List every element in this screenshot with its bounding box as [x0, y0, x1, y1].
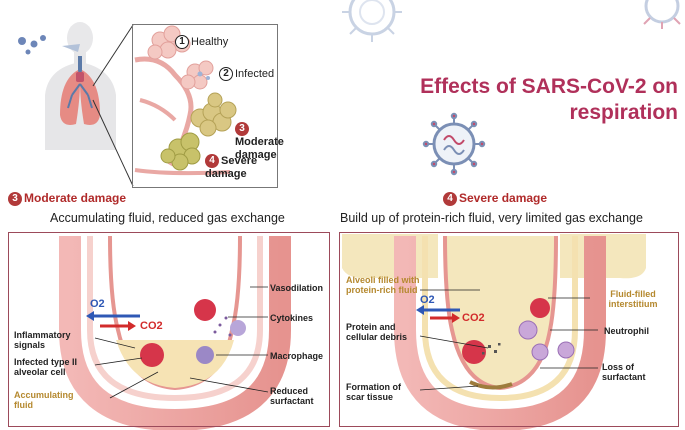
label-accumulating-fluid: Accumulating fluid [14, 390, 84, 410]
moderate-co2-label: CO2 [140, 320, 163, 332]
severe-subtitle: Build up of protein-rich fluid, very lim… [340, 211, 643, 225]
virus-icon [342, 0, 402, 42]
moderate-o2-label: O2 [90, 298, 105, 310]
zoom-line [93, 25, 133, 86]
section-number: 3 [8, 192, 22, 206]
label-neutrophil: Neutrophil [604, 326, 649, 336]
virus-particles-icon [18, 35, 46, 55]
label-infected-cell: Infected type II alveolar cell [14, 357, 92, 377]
label-macrophage: Macrophage [270, 351, 323, 361]
stage-number: 4 [205, 154, 219, 168]
stage-number: 3 [235, 122, 249, 136]
label-loss-surfactant: Loss of surfactant [602, 362, 662, 382]
label-alveoli-filled: Alveoli filled with protein-rich fluid [346, 275, 424, 295]
label-fluid-interstitium: Fluid-filled interstitium [596, 289, 670, 309]
label-reduced-surfactant: Reduced surfactant [270, 386, 328, 406]
label-cytokines: Cytokines [270, 313, 313, 323]
severe-co2-label: CO2 [462, 312, 485, 324]
stage-number: 2 [219, 67, 233, 81]
label-inflammatory-signals: Inflammatory signals [14, 330, 94, 350]
severe-o2-label: O2 [420, 294, 435, 306]
page-title: Effects of SARS-CoV-2 on respiration [388, 74, 678, 126]
label-scar-tissue: Formation of scar tissue [346, 382, 416, 402]
stage-number: 1 [175, 35, 189, 49]
label-vasodilation: Vasodilation [270, 283, 323, 293]
label-protein-debris: Protein and cellular debris [346, 322, 416, 342]
moderate-subtitle: Accumulating fluid, reduced gas exchange [50, 211, 285, 225]
section-number: 4 [443, 192, 457, 206]
person-lungs-illustration [45, 22, 116, 150]
virus-icon [644, 0, 680, 29]
